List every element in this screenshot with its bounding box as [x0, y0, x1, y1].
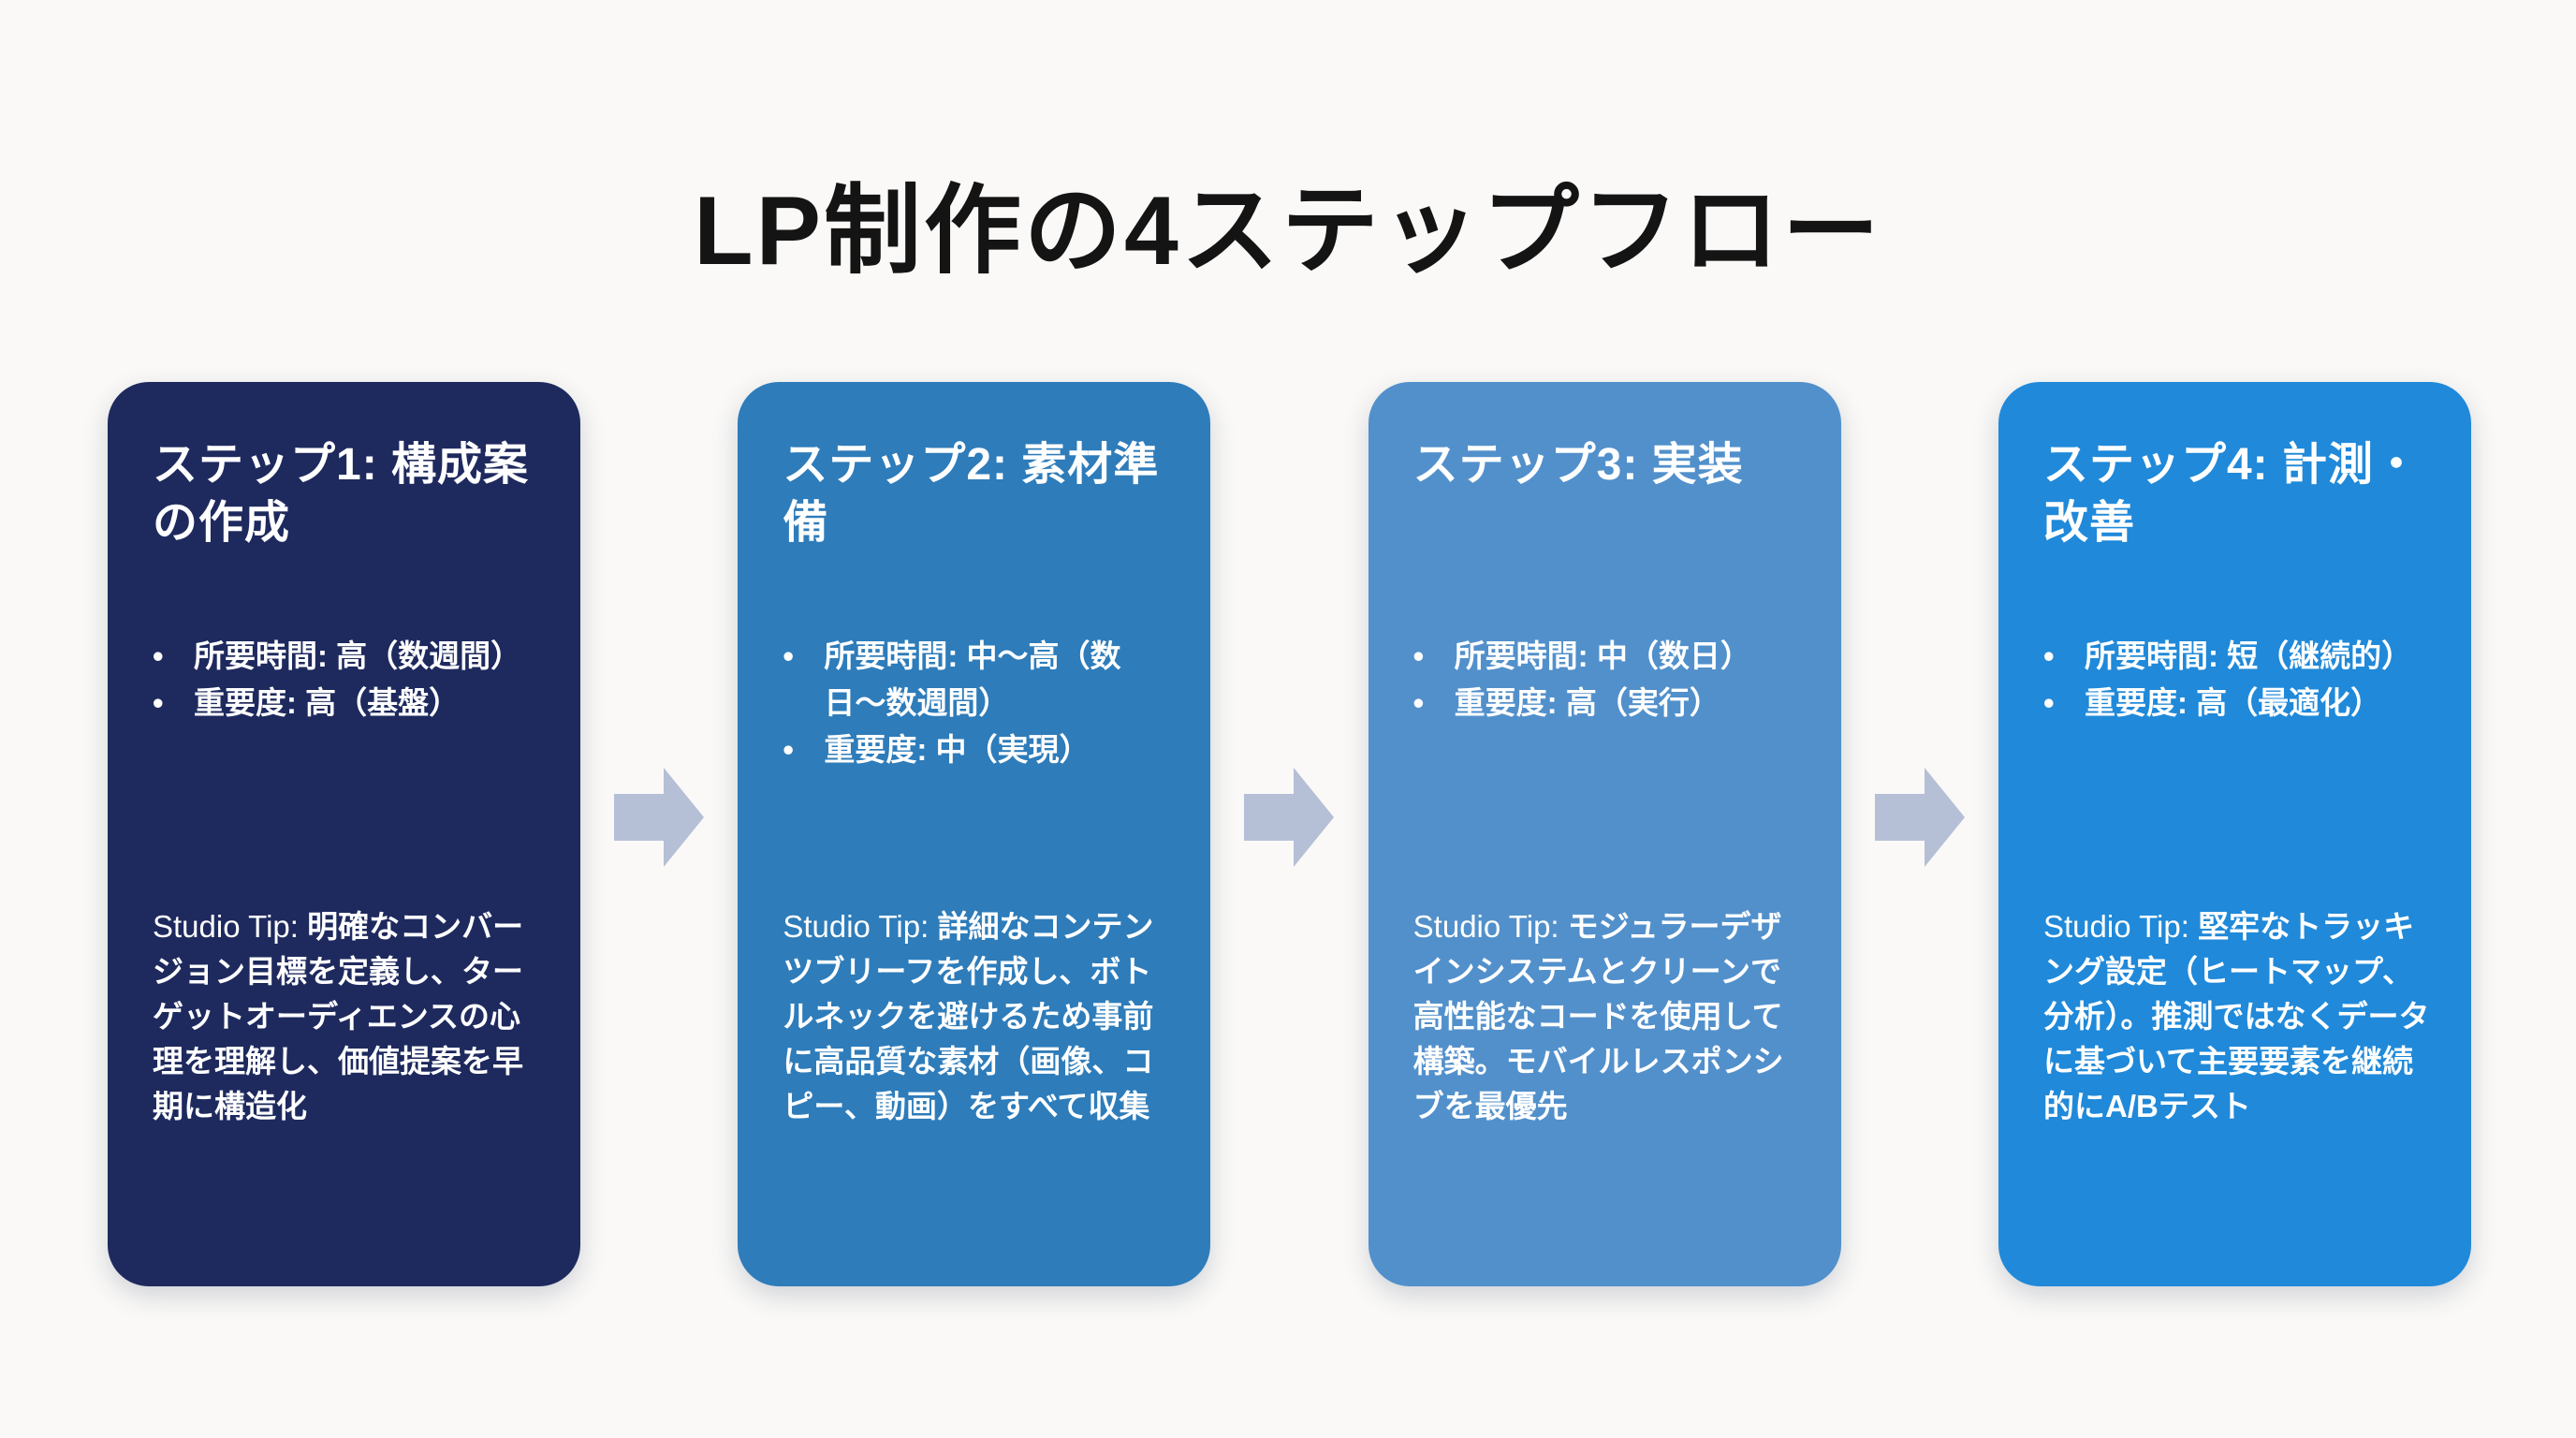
- right-arrow-icon: [614, 768, 705, 867]
- bullet-icon: •: [783, 732, 794, 767]
- bullet-icon: •: [153, 638, 164, 673]
- step-card-3: ステップ3: 実装 • 所要時間: 中（数日） • 重要度: 高（実行） Stu…: [1368, 382, 1841, 1286]
- step-1-tip: Studio Tip: 明確なコンバージョン目標を定義し、ターゲットオーディエン…: [153, 904, 547, 1129]
- list-item: • 重要度: 高（最適化）: [2043, 680, 2437, 726]
- bullet-text: 重要度: 高（基盤）: [194, 685, 461, 720]
- flow-connector: [1841, 382, 1998, 1286]
- bullet-text: 重要度: 中（実現）: [824, 732, 1090, 767]
- step-2-bullets: • 所要時間: 中〜高（数日〜数週間） • 重要度: 中（実現）: [783, 633, 1177, 773]
- tip-label: Studio Tip:: [153, 909, 299, 944]
- step-card-2: ステップ2: 素材準備 • 所要時間: 中〜高（数日〜数週間） • 重要度: 中…: [738, 382, 1211, 1286]
- bullet-icon: •: [783, 638, 794, 673]
- step-4-title: ステップ4: 計測・改善: [2042, 440, 2421, 548]
- bullet-icon: •: [1412, 685, 1425, 720]
- bullet-text: 重要度: 高（実行）: [1454, 685, 1720, 720]
- step-4-bullets: • 所要時間: 短（継続的） • 重要度: 高（最適化）: [2043, 633, 2437, 726]
- list-item: • 所要時間: 中（数日）: [1413, 633, 1808, 680]
- step-3-title: ステップ3: 実装: [1412, 440, 1744, 490]
- step-card-1: ステップ1: 構成案の作成 • 所要時間: 高（数週間） • 重要度: 高（基盤…: [108, 382, 580, 1286]
- tip-label: Studio Tip:: [1412, 909, 1559, 944]
- bullet-text: 所要時間: 中〜高（数日〜数週間）: [824, 638, 1121, 720]
- tip-text: 堅牢なトラッキング設定（ヒートマップ、分析）。推測ではなくデータに基づいて主要要…: [2042, 909, 2430, 1123]
- list-item: • 所要時間: 中〜高（数日〜数週間）: [783, 633, 1177, 726]
- step-2-tip: Studio Tip: 詳細なコンテンツブリーフを作成し、ボトルネックを避けるた…: [783, 904, 1177, 1129]
- flow-connector: [580, 382, 738, 1286]
- list-item: • 重要度: 中（実現）: [783, 726, 1177, 773]
- bullet-text: 所要時間: 中（数日）: [1454, 638, 1751, 673]
- bullet-text: 所要時間: 高（数週間）: [194, 638, 522, 673]
- page-title: LP制作の4ステップフロー: [694, 176, 1882, 286]
- bullet-icon: •: [1412, 638, 1425, 673]
- flow-diagram: ステップ1: 構成案の作成 • 所要時間: 高（数週間） • 重要度: 高（基盤…: [108, 382, 2471, 1286]
- step-card-4: ステップ4: 計測・改善 • 所要時間: 短（継続的） • 重要度: 高（最適化…: [1998, 382, 2471, 1286]
- tip-text: 詳細なコンテンツブリーフを作成し、ボトルネックを避けるため事前に高品質な素材（画…: [783, 909, 1154, 1123]
- bullet-text: 重要度: 高（最適化）: [2084, 685, 2382, 720]
- list-item: • 重要度: 高（基盤）: [153, 680, 547, 726]
- tip-text: 明確なコンバージョン目標を定義し、ターゲットオーディエンスの心理を理解し、価値提…: [153, 909, 524, 1123]
- step-3-tip: Studio Tip: モジュラーデザインシステムとクリーンで高性能なコードを使…: [1413, 904, 1808, 1129]
- flow-connector: [1210, 382, 1368, 1286]
- step-3-bullets: • 所要時間: 中（数日） • 重要度: 高（実行）: [1413, 633, 1808, 726]
- step-1-title: ステップ1: 構成案の作成: [153, 440, 530, 548]
- bullet-icon: •: [2042, 685, 2055, 720]
- step-2-title: ステップ2: 素材準備: [783, 440, 1160, 548]
- list-item: • 所要時間: 高（数週間）: [153, 633, 547, 680]
- tip-label: Studio Tip:: [783, 909, 929, 944]
- right-arrow-icon: [1244, 768, 1335, 867]
- list-item: • 所要時間: 短（継続的）: [2043, 633, 2437, 680]
- list-item: • 重要度: 高（実行）: [1413, 680, 1808, 726]
- bullet-text: 所要時間: 短（継続的）: [2084, 638, 2413, 673]
- tip-text: モジュラーデザインシステムとクリーンで高性能なコードを使用して構築。モバイルレス…: [1412, 909, 1784, 1123]
- bullet-icon: •: [153, 685, 164, 720]
- tip-label: Studio Tip:: [2042, 909, 2189, 944]
- step-1-bullets: • 所要時間: 高（数週間） • 重要度: 高（基盤）: [153, 633, 547, 726]
- bullet-icon: •: [2042, 638, 2055, 673]
- right-arrow-icon: [1874, 768, 1965, 867]
- step-4-tip: Studio Tip: 堅牢なトラッキング設定（ヒートマップ、分析）。推測ではな…: [2043, 904, 2437, 1129]
